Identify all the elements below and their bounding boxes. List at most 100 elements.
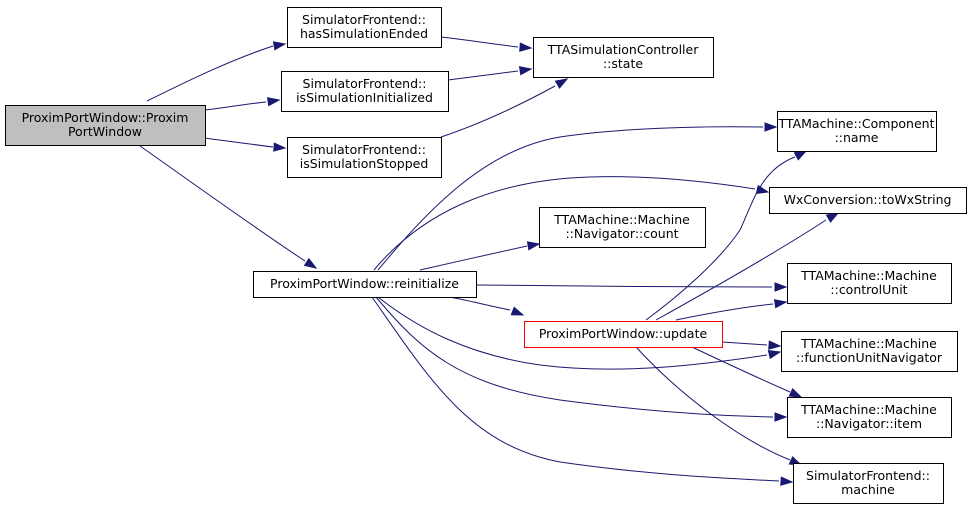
node-box[interactable] <box>5 105 206 146</box>
edge-ppw-update-to-wx-toWx <box>655 212 840 321</box>
arrowhead-icon <box>774 412 788 422</box>
edge-ppw-update-to-tm-nav-item <box>691 346 803 398</box>
node-ppw-ctor[interactable]: ProximPortWindow::ProximPortWindow <box>5 105 206 146</box>
arrowhead-icon <box>780 476 794 486</box>
edge-ppw-ctor-to-sf-isStopped <box>204 137 287 152</box>
node-ppw-update[interactable]: ProximPortWindow::update <box>524 321 723 348</box>
node-label-line: ::functionUnitNavigator <box>796 350 943 365</box>
node-box[interactable] <box>777 111 937 152</box>
node-label-line: TTAMachine::Machine <box>800 402 937 417</box>
node-box[interactable] <box>253 271 477 298</box>
edge-ppw-reinit-to-tm-ctrlunit <box>475 282 788 292</box>
arrowhead-icon <box>519 42 533 52</box>
arrowhead-icon <box>303 257 318 269</box>
node-sf-hasEnded[interactable]: SimulatorFrontend::hasSimulationEnded <box>287 7 442 48</box>
arrowhead-icon <box>526 241 541 251</box>
arrowhead-icon <box>272 41 287 51</box>
edge-ppw-update-to-tm-ctrlunit <box>675 299 788 321</box>
arrowhead-icon <box>764 122 778 132</box>
arrowhead-icon <box>825 212 840 223</box>
edge-line <box>440 36 519 48</box>
node-tm-nav-item[interactable]: TTAMachine::Machine::Navigator::item <box>787 397 952 438</box>
node-label-line: isSimulationStopped <box>300 156 429 171</box>
node-label-line: TTASimulationController <box>547 42 700 57</box>
node-box[interactable] <box>287 137 442 178</box>
arrowhead-icon <box>510 306 525 316</box>
node-sf-isStopped[interactable]: SimulatorFrontend::isSimulationStopped <box>287 137 442 178</box>
node-sf-isInit[interactable]: SimulatorFrontend::isSimulationInitializ… <box>281 71 449 112</box>
node-wx-toWx[interactable]: WxConversion::toWxString <box>769 187 967 214</box>
node-box[interactable] <box>524 321 723 348</box>
edge-ppw-reinit-to-tm-comp-name <box>377 122 778 271</box>
node-tm-nav-count[interactable]: TTAMachine::Machine::Navigator::count <box>539 207 706 248</box>
edge-line <box>655 219 827 321</box>
edge-ppw-update-to-tm-funav <box>721 340 782 350</box>
node-label-line: SimulatorFrontend:: <box>302 142 426 157</box>
edge-line <box>373 176 756 271</box>
nodes-layer: ProximPortWindow::ProximPortWindowSimula… <box>5 7 967 504</box>
edge-line <box>645 156 796 321</box>
arrowhead-icon <box>768 340 782 350</box>
node-box[interactable] <box>287 7 442 48</box>
node-label-line: TTAMachine::Machine <box>800 336 937 351</box>
node-label-line: TTAMachine::Machine <box>553 212 690 227</box>
arrowhead-icon <box>554 78 569 89</box>
node-box[interactable] <box>533 37 714 78</box>
node-box[interactable] <box>787 397 952 438</box>
arrowhead-icon <box>773 299 788 309</box>
edge-line <box>204 137 274 148</box>
node-tm-funav[interactable]: TTAMachine::Machine::functionUnitNavigat… <box>781 331 958 372</box>
node-label-line: ::name <box>835 130 879 145</box>
edge-line <box>675 303 774 321</box>
node-box[interactable] <box>281 71 449 112</box>
node-label-line: ::state <box>603 56 643 71</box>
node-label-line: SimulatorFrontend:: <box>302 12 426 27</box>
node-sf-machine[interactable]: SimulatorFrontend::machine <box>793 463 944 504</box>
edge-ppw-ctor-to-ppw-reinit <box>139 145 318 269</box>
node-box[interactable] <box>787 263 952 304</box>
edge-line <box>440 85 556 138</box>
edge-ppw-reinit-to-tm-funav <box>377 296 782 370</box>
node-label-line: ProximPortWindow::Proxim <box>22 110 189 125</box>
edge-line <box>139 145 306 262</box>
arrowhead-icon <box>266 97 281 107</box>
node-ppw-reinit[interactable]: ProximPortWindow::reinitialize <box>253 271 477 298</box>
node-label-line: ProximPortWindow::update <box>539 326 708 341</box>
edge-line <box>721 341 768 346</box>
edge-sf-isInit-to-tta-sc-state <box>447 66 533 81</box>
node-box[interactable] <box>781 331 958 372</box>
edge-line <box>146 45 274 102</box>
node-box[interactable] <box>793 463 944 504</box>
node-box[interactable] <box>769 187 967 214</box>
node-label-line: PortWindow <box>68 124 142 139</box>
edge-line <box>419 245 528 271</box>
node-label-line: SimulatorFrontend:: <box>303 76 427 91</box>
edge-line <box>691 346 791 393</box>
edge-ppw-reinit-to-ppw-update <box>449 296 525 316</box>
node-label-line: ProximPortWindow::reinitialize <box>270 276 459 291</box>
edge-ppw-reinit-to-tm-nav-count <box>419 241 541 271</box>
edge-ppw-update-to-sf-machine <box>635 346 803 466</box>
edge-line <box>204 101 267 111</box>
edge-line <box>449 296 511 311</box>
edges-layer <box>139 36 840 486</box>
node-label-line: ::Navigator::item <box>816 416 922 431</box>
node-label-line: machine <box>841 482 895 497</box>
node-tm-ctrlunit[interactable]: TTAMachine::Machine::controlUnit <box>787 263 952 304</box>
arrowhead-icon <box>774 282 788 292</box>
node-tta-sc-state[interactable]: TTASimulationController::state <box>533 37 714 78</box>
edge-line <box>371 296 780 482</box>
arrowhead-icon <box>767 349 782 360</box>
edge-ppw-reinit-to-sf-machine <box>371 296 794 486</box>
node-label-line: hasSimulationEnded <box>300 26 428 41</box>
edge-line <box>635 346 791 461</box>
arrowhead-icon <box>518 66 533 76</box>
node-box[interactable] <box>539 207 706 248</box>
edge-ppw-ctor-to-sf-hasEnded <box>146 41 287 102</box>
edge-line <box>377 126 764 271</box>
node-label-line: TTAMachine::Component <box>778 116 935 131</box>
node-tm-comp-name[interactable]: TTAMachine::Component::name <box>777 111 937 152</box>
edge-sf-isStopped-to-tta-sc-state <box>440 78 569 138</box>
node-label-line: ::Navigator::count <box>565 226 678 241</box>
edge-ppw-ctor-to-sf-isInit <box>204 97 281 111</box>
